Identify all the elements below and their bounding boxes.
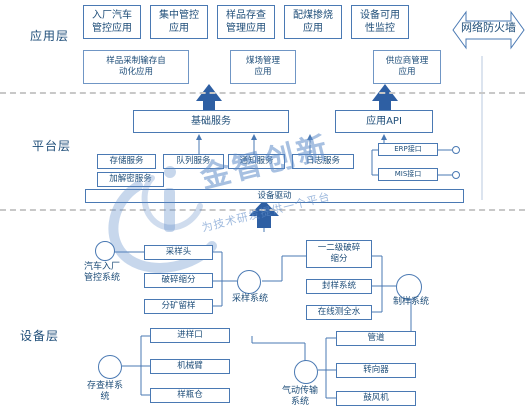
- car-system-label: 汽车入厂 管控系统: [83, 262, 120, 283]
- sampling-system-label: 采样系统: [231, 294, 268, 304]
- pneumatic-system-node: [294, 360, 318, 384]
- app-api: 应用API: [335, 110, 433, 133]
- crush-divide: 破碎缩分: [144, 273, 213, 288]
- sample-bottle-bin: 样瓶仓: [150, 388, 230, 403]
- service-log: 日志服务: [292, 154, 354, 169]
- app-sample-automation: 样品采制输存自 动化应用: [83, 50, 189, 84]
- erp-port: [452, 146, 460, 154]
- up-arrow-left: [196, 84, 222, 112]
- pneumatic-system-label: 气动传输 系统: [281, 386, 318, 407]
- app-coal-yard: 煤场管理 应用: [230, 50, 296, 84]
- layer-label-platform: 平台层: [32, 139, 72, 153]
- up-arrow-right: [372, 84, 398, 112]
- app-supplier: 供应商管理 应用: [373, 50, 441, 84]
- storage-system-node: [98, 355, 122, 379]
- storage-system-label: 存查样系 统: [86, 381, 123, 402]
- firewall-arrow-icon: [452, 10, 525, 50]
- app-central-control: 集中管控 应用: [150, 5, 208, 39]
- app-coal-blending: 配煤掺烧 应用: [284, 5, 342, 39]
- app-availability-monitor: 设备可用 性监控: [351, 5, 409, 39]
- app-sample-storage: 样品存查 管理应用: [217, 5, 275, 39]
- secondary-crush: 一二级破碎 缩分: [306, 240, 372, 268]
- firewall: 网络防火墙: [452, 6, 525, 54]
- divider-app-platform: [0, 92, 525, 94]
- pipeline: 管道: [336, 331, 416, 346]
- car-system-node: [95, 241, 115, 261]
- sampling-head: 采样头: [144, 245, 213, 260]
- service-encrypt: 加解密服务: [97, 172, 164, 187]
- mis-interface: MIS接口: [378, 168, 438, 181]
- firewall-label: 网络防火墙: [461, 21, 516, 34]
- sample-inlet: 进样口: [150, 328, 230, 343]
- layer-label-application: 应用层: [30, 29, 70, 43]
- sealed-sample-system: 封样系统: [306, 279, 372, 294]
- layer-label-device: 设备层: [20, 329, 60, 343]
- service-notify: 通知服务: [228, 154, 285, 169]
- online-water-test: 在线测全水: [306, 305, 372, 320]
- divider-platform-device: [0, 209, 525, 211]
- robot-arm: 机械臂: [150, 359, 230, 374]
- prep-system-node: [396, 274, 422, 300]
- base-services: 基础服务: [133, 110, 289, 133]
- up-arrow-driver: [249, 200, 279, 228]
- erp-interface: ERP接口: [378, 143, 438, 156]
- app-car-control: 入厂汽车 管控应用: [83, 5, 141, 39]
- service-storage: 存储服务: [97, 154, 156, 169]
- diverter: 转向器: [336, 363, 416, 378]
- mis-port: [452, 171, 460, 179]
- prep-system-label: 制样系统: [392, 297, 429, 307]
- sampling-system-node: [237, 270, 261, 294]
- device-driver: 设备驱动: [85, 189, 464, 203]
- blower: 鼓风机: [336, 391, 416, 406]
- split-retain: 分矿留样: [144, 299, 213, 314]
- service-queue: 队列服务: [163, 154, 224, 169]
